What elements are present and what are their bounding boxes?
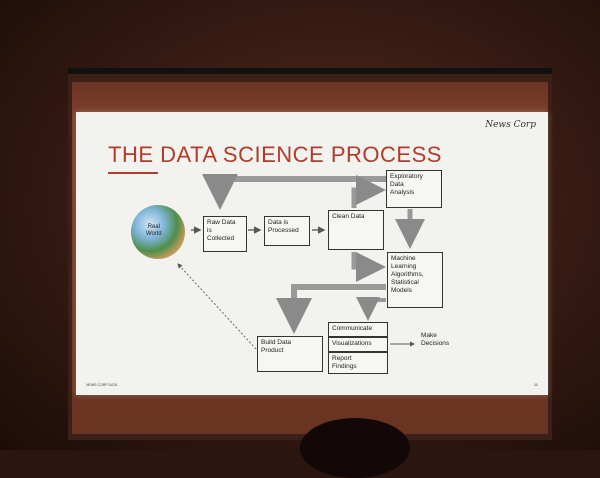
communicate-box: Communicate <box>328 322 388 337</box>
audience-head-silhouette <box>300 418 410 478</box>
slide-footer: NEWS CORP DATA <box>86 383 118 387</box>
exploratory-analysis-box: Exploratory Data Analysis <box>386 170 442 208</box>
real-world-label: Real World <box>146 224 162 237</box>
product-to-world-dashed-arrow <box>177 263 257 350</box>
build-data-product-box: Build Data Product <box>257 336 323 372</box>
small-flow-arrows <box>191 226 415 347</box>
machine-learning-box: Machine Learning Algorithms, Statistical… <box>387 252 443 308</box>
clean-to-ml-arrow <box>351 252 386 282</box>
clean-to-eda-arrow <box>351 175 386 208</box>
top-feedback-arrow <box>202 174 386 210</box>
title-underline <box>108 172 158 174</box>
clean-data-box: Clean Data <box>328 210 384 250</box>
report-findings-box: Report Findings <box>328 352 388 374</box>
data-processed-box: Data is Processed <box>264 216 310 246</box>
slide-title: THE DATA SCIENCE PROCESS <box>108 142 442 167</box>
page-number: 11 <box>533 382 538 387</box>
ml-to-communicate-arrow <box>356 297 386 321</box>
presentation-slide: News Corp THE DATA SCIENCE PROCESS <box>76 112 548 395</box>
visualizations-box: Visualizations <box>328 337 388 352</box>
earth-globe-image <box>131 205 185 259</box>
process-flow-arrows <box>177 174 425 350</box>
ml-to-product-arrow <box>276 284 386 334</box>
raw-data-collected-box: Raw Data is Collected <box>203 216 247 252</box>
make-decisions-label: Make Decisions <box>421 332 450 347</box>
brand-logo: News Corp <box>485 120 536 130</box>
